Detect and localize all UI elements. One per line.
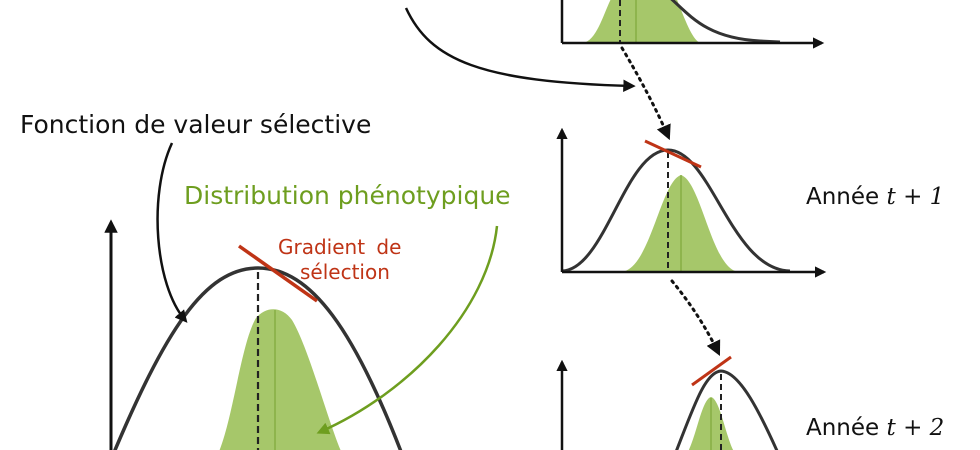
panel-year-t-plus-2: [556, 355, 779, 450]
arrow-from-top-to-panel: [404, 7, 636, 93]
fitness-curve-main: [113, 266, 403, 450]
year-operator: +: [903, 184, 923, 210]
distribution-fill-main: [219, 309, 341, 450]
selection-gradient-tangent-year-t-plus-1: [644, 139, 702, 169]
selection-gradient-tangent-main: [237, 244, 319, 303]
selection-gradient-label-line2: sélection: [300, 260, 390, 284]
distribution-fill-year-t-plus-1: [620, 175, 740, 272]
phenotype-distribution-label: Distribution phénotypique: [184, 181, 511, 210]
panel-year-t-plus-1: [556, 127, 827, 278]
panel-year-t: [560, 0, 825, 49]
fitness-curve-year-t-plus-2: [675, 369, 779, 450]
fitness-curve-year-t: [670, 0, 781, 44]
fitness-curve-year-t-plus-1: [561, 148, 791, 273]
year-label-t-plus-1: Année t + 1: [806, 186, 944, 209]
fitness-function-label: Fonction de valeur sélective: [20, 110, 372, 139]
dotted-arrow-year-t-plus-1-to-t-plus-2: [670, 279, 721, 357]
year-offset: 1: [929, 184, 945, 210]
year-variable: t: [886, 415, 896, 441]
selection-gradient-tangent-year-t-plus-2: [691, 355, 732, 387]
year-word: Année: [806, 415, 880, 441]
year-operator: +: [903, 415, 923, 441]
year-variable: t: [886, 184, 896, 210]
year-label-t-plus-2: Année t + 2: [806, 417, 944, 440]
year-offset: 2: [929, 415, 945, 441]
arrow-distribution-label-to-fill: [316, 225, 499, 435]
selection-gradient-label-line1: Gradient de: [278, 235, 402, 259]
distribution-fill-year-t: [583, 0, 700, 43]
arrow-fitness-label-to-curve: [156, 142, 188, 323]
dotted-arrow-year-t-to-t-plus-1: [620, 46, 671, 141]
year-word: Année: [806, 184, 880, 210]
panel-main: [104, 219, 403, 450]
